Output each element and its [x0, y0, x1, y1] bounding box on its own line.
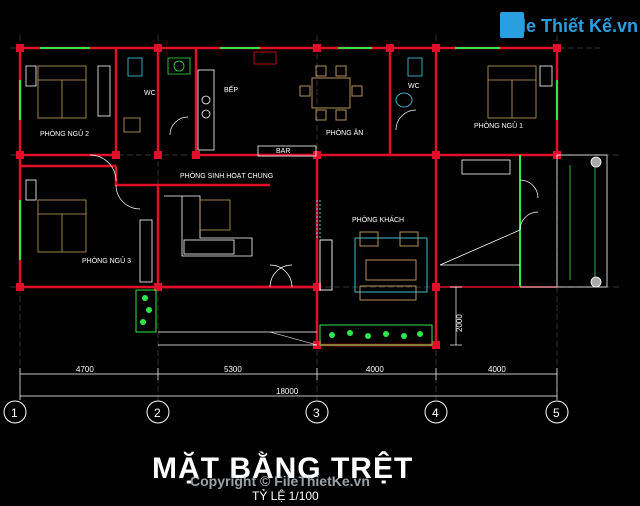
axis-4: 4 [432, 406, 439, 420]
watermark-text: Copyright © FileThietKe.vn [190, 473, 370, 489]
brand-logo-text: File Thiết Kế.vn [505, 16, 638, 36]
guest-room-furniture [319, 231, 428, 301]
axis-2: 2 [154, 406, 161, 420]
label-phong-khach: PHÒNG KHÁCH [352, 215, 404, 224]
label-wc-left: WC [144, 90, 156, 97]
label-phong-ngu-3: PHÒNG NGỦ 3 [82, 256, 131, 265]
walls [18, 46, 559, 347]
wc-fixtures [123, 57, 423, 133]
corridor-markers [316, 200, 321, 240]
brand-logo: File Thiết Kế.vn [500, 12, 638, 38]
drawing-title: MẶT BẰNG TRỆT [152, 451, 413, 485]
bed-room-1 [487, 65, 553, 119]
family-room-furniture [164, 195, 253, 257]
dim-4000-a: 4000 [366, 365, 384, 374]
front-porch [135, 289, 433, 346]
dim-5300: 5300 [224, 365, 242, 374]
dim-4700: 4700 [76, 365, 94, 374]
label-phong-ngu-2: PHÒNG NGỦ 2 [40, 129, 89, 138]
label-phong-an: PHÒNG ĂN [326, 128, 363, 137]
kitchen [197, 51, 277, 151]
terrace [436, 154, 608, 288]
dining-table [299, 65, 363, 121]
bed-room-3 [25, 179, 153, 283]
sofa-room-1 [439, 159, 521, 266]
bar-counter [257, 145, 317, 157]
windows [19, 47, 558, 287]
dim-4000-b: 4000 [488, 365, 506, 374]
axis-3: 3 [313, 406, 320, 420]
bed-room-2 [25, 65, 111, 119]
axis-bubbles [3, 400, 569, 424]
doors [89, 109, 539, 288]
label-phong-ngu-1: PHÒNG NGỦ 1 [474, 121, 523, 130]
dimension-lines [19, 286, 558, 400]
label-bep: BẾP [224, 84, 238, 94]
label-bar: BAR [276, 148, 290, 155]
label-phong-sinh-hoat-chung: PHÒNG SINH HOẠT CHUNG [180, 171, 273, 180]
axis-5: 5 [553, 406, 560, 420]
dim-2000: 2000 [455, 314, 464, 332]
drawing-scale: TỶ LỆ 1/100 [252, 488, 319, 503]
axis-1: 1 [11, 406, 18, 420]
label-wc-right: WC [408, 83, 420, 90]
dim-18000: 18000 [276, 387, 299, 396]
